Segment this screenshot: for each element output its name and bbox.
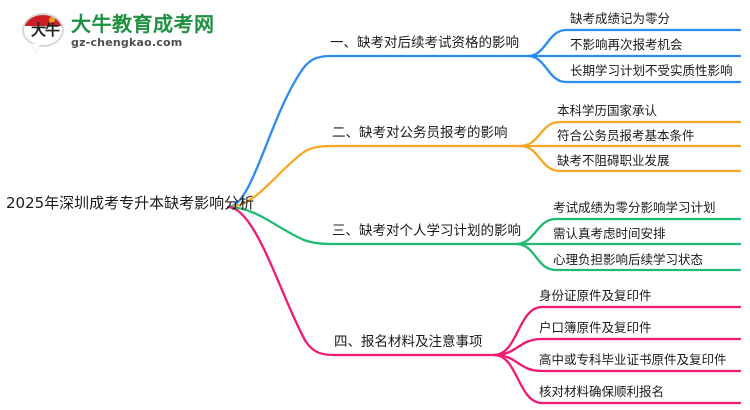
leaf-label-3-2[interactable]: 需认真考虑时间安排 bbox=[553, 226, 666, 241]
leaf-label-2-2[interactable]: 符合公务员报考基本条件 bbox=[557, 128, 695, 143]
logo-mark-icon: 大牛 bbox=[22, 11, 64, 52]
logo-tail-shape bbox=[31, 44, 40, 52]
leaf-label-2-1[interactable]: 本科学历国家承认 bbox=[557, 103, 658, 118]
logo-text-block: 大牛教育成考网 gz-chengkao.com bbox=[71, 13, 215, 49]
leaf-label-2-3[interactable]: 缺考不阻碍职业发展 bbox=[557, 153, 670, 168]
leaf-label-4-3[interactable]: 高中或专科毕业证书原件及复印件 bbox=[539, 352, 727, 367]
logo-subtitle: gz-chengkao.com bbox=[71, 36, 183, 49]
leaf-label-1-2[interactable]: 不影响再次报考机会 bbox=[570, 37, 683, 52]
leaf-label-1-1[interactable]: 缺考成绩记为零分 bbox=[570, 11, 671, 26]
logo-dot-icon bbox=[49, 17, 55, 23]
mindmap-root-title: 2025年深圳成考专升本缺考影响分析 bbox=[6, 194, 255, 212]
branch-label-4[interactable]: 四、报名材料及注意事项 bbox=[334, 334, 483, 350]
site-logo: 大牛 大牛教育成考网 gz-chengkao.com bbox=[22, 11, 215, 52]
branch-label-1[interactable]: 一、缺考对后续考试资格的影响 bbox=[330, 35, 519, 51]
leaf-label-4-4[interactable]: 核对材料确保顺利报名 bbox=[539, 384, 665, 399]
leaf-label-3-3[interactable]: 心理负担影响后续学习状态 bbox=[553, 252, 704, 267]
leaf-label-4-2[interactable]: 户口簿原件及复印件 bbox=[539, 320, 652, 335]
branch-label-3[interactable]: 三、缺考对个人学习计划的影响 bbox=[332, 223, 521, 239]
logo-title: 大牛教育成考网 bbox=[71, 12, 215, 36]
leaf-label-3-1[interactable]: 考试成绩为零分影响学习计划 bbox=[553, 200, 716, 215]
leaf-label-1-3[interactable]: 长期学习计划不受实质性影响 bbox=[570, 63, 733, 78]
branch-label-2[interactable]: 二、缺考对公务员报考的影响 bbox=[332, 125, 508, 141]
logo-bubble-shape: 大牛 bbox=[22, 13, 64, 47]
logo-mark-text: 大牛 bbox=[30, 21, 60, 39]
leaf-label-4-1[interactable]: 身份证原件及复印件 bbox=[539, 288, 652, 303]
